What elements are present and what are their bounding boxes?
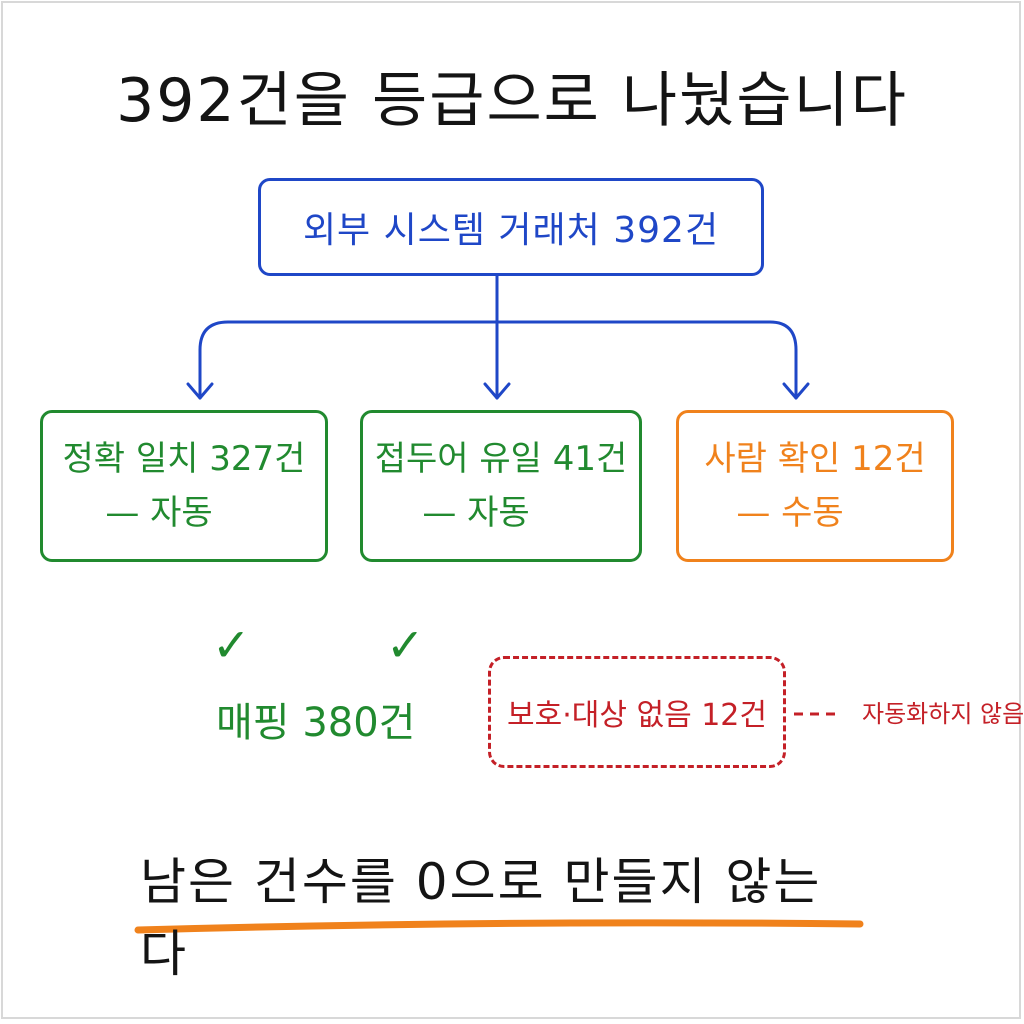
- category-method: — 자동: [105, 493, 213, 533]
- page-title: 392건을 등급으로 나눴습니다: [116, 66, 908, 136]
- category-label: 사람 확인 12건: [704, 438, 926, 479]
- category-label: 접두어 유일 41건: [374, 438, 628, 479]
- category-human-review: 사람 확인 12건 — 수동: [676, 410, 954, 562]
- category-method: — 자동: [422, 493, 530, 533]
- on-hold-box: 보호·대상 없음 12건: [488, 656, 786, 768]
- on-hold-label: 보호·대상 없음 12건: [507, 698, 767, 733]
- arrowhead-right: [782, 382, 810, 400]
- arrowhead-middle: [483, 382, 511, 400]
- checkmark-icon: ✓: [212, 618, 251, 672]
- category-label: 정확 일치 327건: [62, 438, 306, 479]
- category-method: — 수동: [736, 493, 844, 533]
- footer-underline: [134, 919, 864, 934]
- footer-statement: 남은 건수를 0으로 만들지 않는다: [140, 853, 822, 983]
- category-exact-match: 정확 일치 327건 — 자동: [40, 410, 328, 562]
- on-hold-note: 자동화하지 않음: [862, 700, 1024, 728]
- checkmark-icon: ✓: [386, 618, 425, 672]
- source-label: 외부 시스템 거래처 392건: [302, 210, 720, 251]
- category-prefix-unique: 접두어 유일 41건 — 자동: [360, 410, 642, 562]
- arrowhead-left: [186, 382, 214, 400]
- source-box: 외부 시스템 거래처 392건: [258, 178, 764, 276]
- branch-connector: [198, 320, 798, 352]
- mapped-total: 매핑 380건: [216, 700, 416, 746]
